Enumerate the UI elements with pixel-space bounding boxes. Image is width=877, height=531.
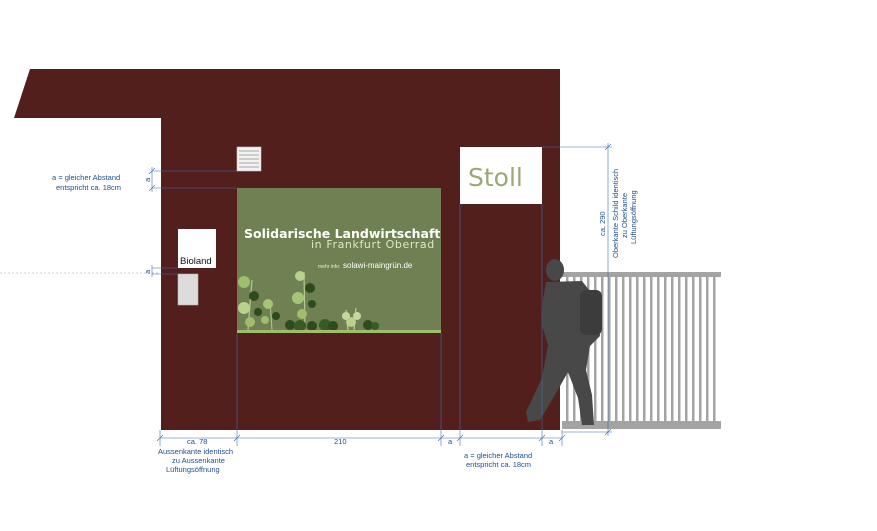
banner-subtitle: in Frankfurt Oberrad bbox=[311, 238, 435, 251]
railing-bar bbox=[657, 277, 660, 421]
railing-bar bbox=[615, 277, 618, 421]
railing-bar bbox=[622, 277, 625, 421]
vent-grille bbox=[236, 146, 262, 172]
railing-bar bbox=[643, 277, 646, 421]
railing-bar bbox=[594, 277, 597, 421]
railing-bar bbox=[650, 277, 653, 421]
bioland-sign: Bioland bbox=[178, 229, 216, 268]
gap-bottom-sublabel: entspricht ca. 18cm bbox=[466, 460, 531, 469]
solawi-banner: Solidarische Landwirtschaft in Frankfurt… bbox=[237, 188, 441, 333]
railing-bar bbox=[713, 277, 716, 421]
dimension-lines bbox=[148, 143, 612, 446]
railing-bar bbox=[601, 277, 604, 421]
banner-url-prefix: mehr info: bbox=[318, 264, 340, 270]
bioland-label: Bioland bbox=[180, 256, 212, 267]
railing-bar bbox=[671, 277, 674, 421]
railing-bar bbox=[692, 277, 695, 421]
stoll-label: Stoll bbox=[468, 163, 523, 192]
vertical-height-value: ca. 290 bbox=[598, 211, 607, 236]
gap-bottom-label: a = gleicher Abstand bbox=[464, 451, 532, 460]
vertical-note-3: Lüftungsöffnung bbox=[629, 190, 638, 244]
dim-banner-value: 210 bbox=[334, 437, 347, 446]
banner-url: solawi-maingrün.de bbox=[343, 261, 413, 270]
dim-left-value: ca. 78 bbox=[187, 437, 207, 446]
gap-left-sublabel: entspricht ca. 18cm bbox=[56, 183, 121, 192]
dim-left-note-1: Aussenkante identisch bbox=[158, 447, 233, 456]
banner-title: Solidarische Landwirtschaft bbox=[244, 226, 440, 241]
plant-illustration bbox=[237, 271, 441, 333]
dim-left-note-2: zu Aussenkante bbox=[172, 456, 225, 465]
railing-bar bbox=[685, 277, 688, 421]
stoll-sign: Stoll bbox=[460, 147, 542, 204]
mailbox bbox=[177, 273, 199, 306]
person-silhouette bbox=[526, 259, 602, 425]
bottom-a-label-2: a bbox=[549, 437, 554, 446]
small-a-label-1: a bbox=[143, 177, 152, 182]
vertical-note-1: Oberkante Schild identisch bbox=[611, 169, 620, 258]
gap-left-label: a = gleicher Abstand bbox=[52, 173, 120, 182]
railing-bar bbox=[664, 277, 667, 421]
railing-bar bbox=[636, 277, 639, 421]
railing-bar bbox=[699, 277, 702, 421]
railing-bar bbox=[629, 277, 632, 421]
bottom-a-label-1: a bbox=[448, 437, 453, 446]
railing-bar bbox=[706, 277, 709, 421]
railing-bar bbox=[608, 277, 611, 421]
small-a-label-2: a bbox=[143, 269, 152, 274]
railing-bar bbox=[678, 277, 681, 421]
vertical-note-2: zu Oberkante bbox=[620, 193, 629, 238]
dim-left-note-3: Lüftungsöffnung bbox=[166, 465, 220, 474]
